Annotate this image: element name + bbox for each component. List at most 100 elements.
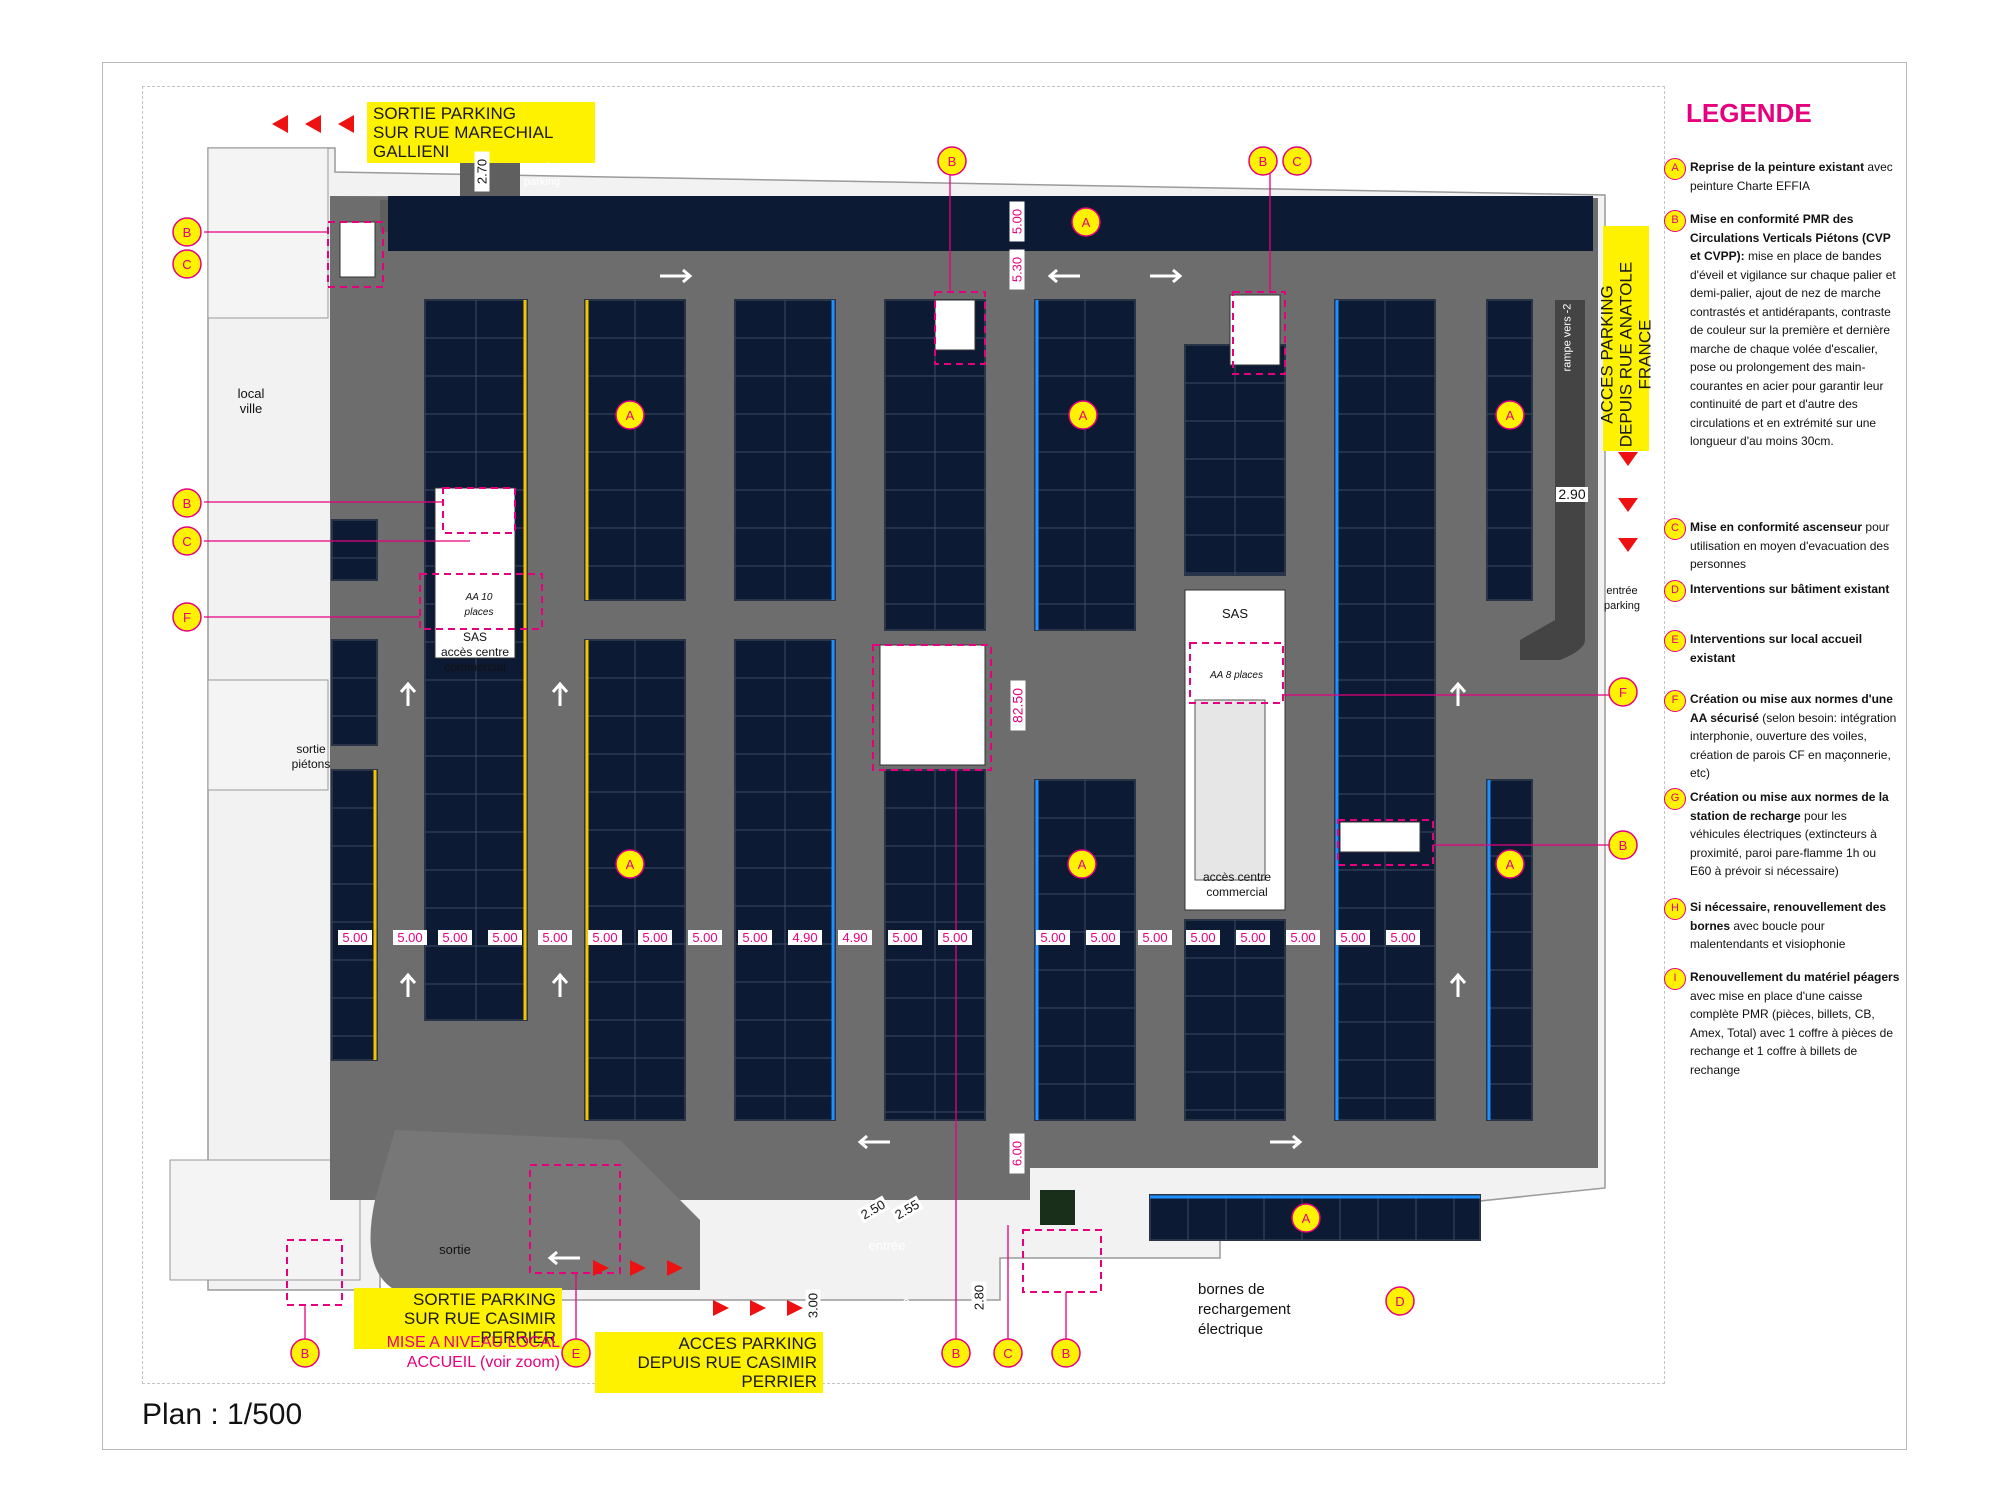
label-line: parking [523, 176, 561, 188]
label-line: commercial [444, 660, 506, 674]
access-sign-casimir: ACCES PARKING DEPUIS RUE CASIMIR PERRIER [595, 1332, 823, 1393]
callout-a: A [1495, 849, 1525, 879]
svg-text:A: A [1506, 857, 1515, 872]
legend-badge: F [1664, 690, 1686, 712]
dimension-label: 5.00 [1086, 930, 1120, 945]
label-line: commercial [1206, 885, 1268, 899]
stall-block [331, 639, 378, 746]
label-line: parking [1603, 600, 1641, 612]
dimension-label: 5.00 [338, 930, 372, 945]
sign-line: SORTIE PARKING [373, 104, 516, 123]
exit-sign-casimir: SORTIE PARKING SUR RUE CASIMIR PERRIER [354, 1288, 562, 1349]
dimension-label: 5.00 [538, 930, 572, 945]
dimension-label: 4.90 [838, 930, 872, 945]
dimension-label: 82.50 [1010, 680, 1026, 731]
label-line: SAS [462, 630, 487, 644]
sign-line: ACCES PARKING [678, 1334, 817, 1353]
dimension-label: 2.90 [1556, 487, 1588, 502]
dimension-label: 5.00 [938, 930, 972, 945]
label-line: local [237, 386, 265, 401]
callout-b: B [1248, 146, 1278, 176]
legend-badge: A [1664, 158, 1686, 180]
svg-text:B: B [1062, 1346, 1071, 1361]
dimension-label: 5.00 [888, 930, 922, 945]
svg-text:A: A [626, 857, 635, 872]
callout-c: C [172, 526, 202, 556]
stall-block [1486, 299, 1533, 601]
legend-item-title: Renouvellement du matériel péagers [1690, 970, 1900, 984]
label-line: places [464, 607, 494, 618]
local-accueil-note: MISE A NIVEAU LOCAL ACCUEIL (voir zoom) [360, 1333, 560, 1373]
callout-a: A [1068, 400, 1098, 430]
svg-text:C: C [1003, 1346, 1012, 1361]
legend-item-text: avec boucle pour malentendants et visiop… [1690, 918, 1846, 952]
legend-badge: D [1664, 580, 1686, 602]
sign-line: DEPUIS RUE CASIMIR PERRIER [637, 1353, 817, 1391]
stall-block [331, 769, 378, 1061]
svg-text:C: C [182, 257, 191, 272]
drawing-frame [102, 62, 1907, 1450]
callout-b: B [172, 488, 202, 518]
dimension-label: 5.00 [688, 930, 722, 945]
callout-c: C [993, 1338, 1023, 1368]
label-line: accès centre [1202, 870, 1272, 884]
callout-c: C [172, 249, 202, 279]
legend-item-title: Création ou mise aux normes de la statio… [1690, 790, 1889, 823]
site-boundary [142, 86, 1665, 1384]
direction-arrows-red [272, 115, 1638, 1316]
legend-badge: E [1664, 630, 1686, 652]
label-line: sortie [296, 742, 326, 756]
svg-text:B: B [301, 1346, 310, 1361]
svg-text:E: E [572, 1346, 581, 1361]
legend-item-text: mise en place de bandes d'éveil et vigil… [1690, 249, 1896, 448]
sas-right-label: SAS [1221, 606, 1248, 621]
dimension-label: 5.00 [1286, 930, 1320, 945]
svg-text:A: A [626, 408, 635, 423]
sign-line: ACCES PARKING [1597, 285, 1617, 424]
dimension-label: 5.00 [638, 930, 672, 945]
note-line: MISE A NIVEAU LOCAL [386, 1334, 560, 1351]
dimension-label: 5.00 [738, 930, 772, 945]
exit-sign-gallieni: SORTIE PARKING SUR RUE MARECHIAL GALLIEN… [367, 102, 595, 163]
aa10-label: AA 10 places [443, 590, 515, 620]
sas-left-label: SAS accès centre commercial [435, 630, 515, 675]
label-line: électrique [1198, 1321, 1264, 1338]
legend-item-title: Mise en conformité ascenseur [1690, 520, 1863, 534]
svg-text:F: F [1619, 685, 1627, 700]
stall-blocks [331, 299, 1533, 1241]
dimension-label: 5.00 [1236, 930, 1270, 945]
legend-item-title: Interventions sur bâtiment existant [1690, 582, 1890, 596]
callout-b: B [1051, 1338, 1081, 1368]
svg-text:D: D [1395, 1294, 1404, 1309]
callout-b: B [937, 146, 967, 176]
dimension-label: 5.30 [1009, 249, 1025, 290]
vers-moins-2-label: vers -2 [870, 1296, 910, 1311]
svg-text:F: F [183, 610, 191, 625]
dimension-label: 5.00 [1386, 930, 1420, 945]
svg-text:B: B [948, 154, 957, 169]
lane-arrows [399, 268, 1467, 1266]
svg-text:B: B [183, 496, 192, 511]
sortie-parking-label: sortie parking [516, 160, 568, 190]
dimension-label: 2.70 [474, 151, 490, 192]
callout-d: D [1385, 1286, 1415, 1316]
callout-b: B [941, 1338, 971, 1368]
label-line: entrée [1606, 585, 1638, 597]
legend-item-text: avec mise en place d'une caisse complète… [1690, 988, 1893, 1077]
legend-item-title: Interventions sur local accueil existant [1690, 632, 1863, 665]
sign-line: SUR RUE MARECHIAL GALLIENI [373, 123, 553, 161]
dimension-label: 5.00 [1036, 930, 1070, 945]
dimension-label: 2.80 [971, 1281, 987, 1314]
svg-text:A: A [1078, 857, 1087, 872]
svg-text:B: B [1619, 838, 1628, 853]
sign-line: SUR RUE CASIMIR PERRIER [403, 1309, 556, 1347]
dimension-label: 5.00 [1009, 201, 1025, 242]
sign-line: SORTIE PARKING [413, 1290, 556, 1309]
dimension-label: 5.00 [1138, 930, 1172, 945]
